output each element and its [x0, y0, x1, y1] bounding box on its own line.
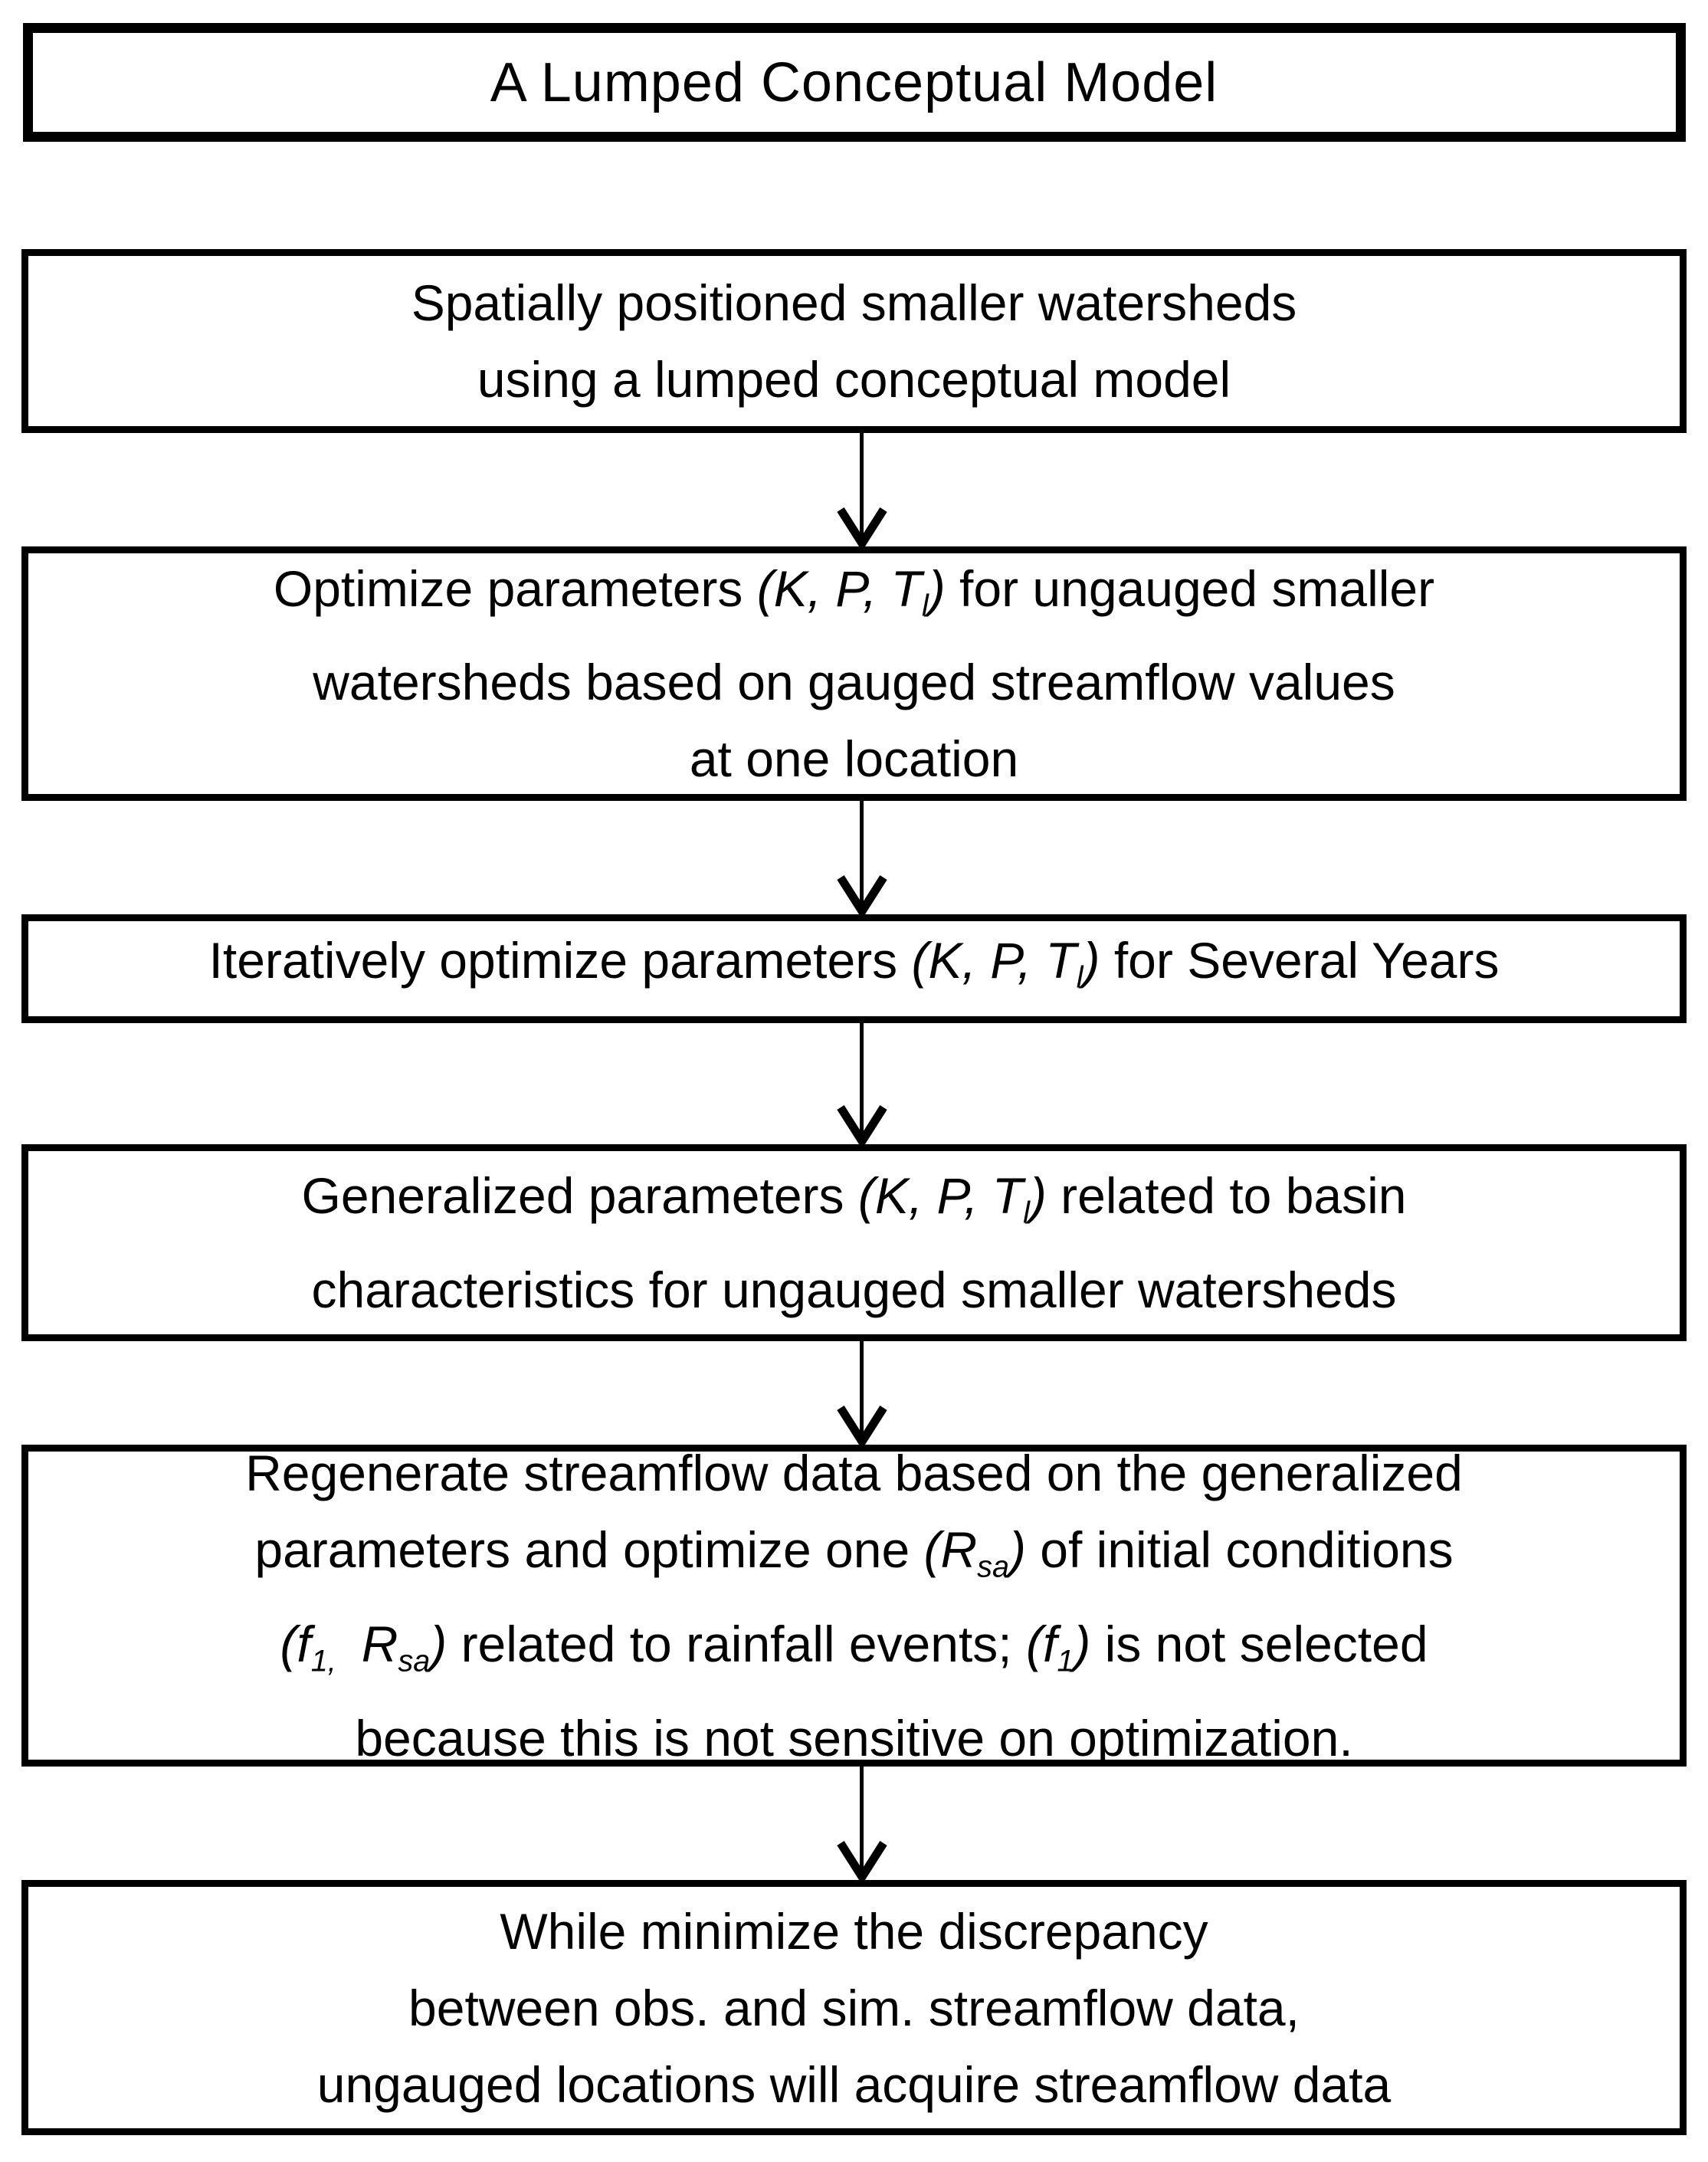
text-line: characteristics for ungauged smaller wat…: [311, 1252, 1396, 1328]
text-segment: for ungauged smaller: [945, 559, 1435, 617]
text-line: While minimize the discrepancy: [500, 1893, 1208, 1970]
text-segment: Optimize parameters: [273, 559, 757, 617]
text-segment: Generalized parameters: [301, 1167, 858, 1225]
text-segment: at one location: [689, 730, 1019, 788]
text-segment: (f: [280, 1616, 311, 1672]
text-segment: ): [1083, 931, 1100, 989]
text-segment: related to rainfall events;: [447, 1616, 1026, 1672]
text-line: Generalized parameters (K, P, Tl) relate…: [302, 1157, 1407, 1252]
down-arrow-icon: [834, 1023, 890, 1144]
text-segment: for Several Years: [1100, 931, 1500, 989]
text-line: using a lumped conceptual model: [477, 341, 1231, 418]
text-segment: l: [1076, 960, 1083, 995]
text-segment: (R: [923, 1521, 978, 1579]
arrow-head: [836, 1105, 887, 1144]
text-segment: (K, P, T: [911, 931, 1077, 989]
text-segment: sa: [398, 1644, 431, 1678]
down-arrow-icon: [834, 1341, 890, 1445]
text-segment: [336, 1616, 362, 1672]
flow-box-generalized-parameters: Generalized parameters (K, P, Tl) relate…: [21, 1144, 1687, 1341]
text-line: watersheds based on gauged streamflow va…: [313, 644, 1395, 720]
text-segment: l: [921, 589, 929, 623]
flow-box-minimize-discrepancy: While minimize the discrepancy between ob…: [21, 1880, 1687, 2135]
text-line: Iteratively optimize parameters (K, P, T…: [209, 922, 1500, 1016]
text-segment: Iteratively optimize parameters: [208, 931, 912, 989]
flow-box-iteratively-optimize: Iteratively optimize parameters (K, P, T…: [21, 914, 1687, 1023]
text-segment: related to basin: [1046, 1167, 1407, 1225]
flow-box-regenerate-streamflow: Regenerate streamflow data based on the …: [21, 1445, 1687, 1767]
text-segment: between obs. and sim. streamflow data,: [408, 1979, 1300, 2036]
text-line: Spatially positioned smaller watersheds: [411, 264, 1297, 341]
text-segment: using a lumped conceptual model: [477, 351, 1231, 408]
text-line: because this is not sensitive on optimiz…: [355, 1700, 1352, 1777]
text-line: (f1, Rsa) related to rainfall events; (f…: [280, 1606, 1428, 1700]
text-segment: watersheds based on gauged streamflow va…: [313, 654, 1395, 711]
down-arrow-icon: [834, 433, 890, 546]
text-segment: is not selected: [1090, 1616, 1428, 1672]
text-segment: While minimize the discrepancy: [500, 1902, 1208, 1960]
text-segment: ): [1008, 1521, 1026, 1579]
arrow-shaft: [860, 433, 864, 543]
text-line: parameters and optimize one (Rsa) of ini…: [254, 1511, 1453, 1606]
text-segment: 1,: [310, 1644, 336, 1678]
page-title: A Lumped Conceptual Model: [490, 51, 1218, 113]
text-segment: ): [1074, 1616, 1091, 1672]
arrow-head: [836, 875, 887, 914]
text-segment: ): [430, 1616, 447, 1672]
text-line: Regenerate streamflow data based on the …: [245, 1435, 1463, 1511]
text-segment: (K, P, T: [857, 1167, 1024, 1225]
text-line: between obs. and sim. streamflow data,: [408, 1970, 1300, 2046]
arrow-shaft: [860, 801, 864, 911]
flow-box-spatially-positioned: Spatially positioned smaller watersheds u…: [21, 249, 1687, 433]
text-segment: R: [361, 1616, 398, 1672]
text-segment: parameters and optimize one: [254, 1521, 924, 1579]
arrow-shaft: [860, 1023, 864, 1141]
text-segment: characteristics for ungauged smaller wat…: [311, 1261, 1397, 1318]
flow-box-optimize-parameters: Optimize parameters (K, P, Tl) for ungau…: [21, 546, 1687, 801]
down-arrow-icon: [834, 1767, 890, 1880]
text-line: at one location: [690, 720, 1018, 797]
down-arrow-icon: [834, 801, 890, 914]
text-segment: l: [1023, 1196, 1030, 1230]
text-segment: sa: [977, 1550, 1009, 1584]
text-segment: 1: [1057, 1644, 1074, 1678]
text-segment: of initial conditions: [1025, 1521, 1454, 1579]
text-segment: ungauged locations will acquire streamfl…: [316, 2055, 1392, 2113]
arrow-head: [836, 1406, 887, 1445]
arrow-shaft: [860, 1341, 864, 1442]
arrow-shaft: [860, 1767, 864, 1877]
text-segment: (K, P, T: [756, 559, 922, 617]
text-segment: Spatially positioned smaller watersheds: [411, 274, 1297, 331]
title-box: A Lumped Conceptual Model: [22, 23, 1686, 142]
text-segment: (f: [1025, 1616, 1057, 1672]
arrow-head: [836, 507, 887, 546]
text-segment: ): [1029, 1167, 1047, 1225]
text-segment: ): [928, 559, 946, 617]
text-line: ungauged locations will acquire streamfl…: [317, 2046, 1391, 2123]
arrow-head: [836, 1841, 887, 1880]
text-segment: Regenerate streamflow data based on the …: [245, 1445, 1463, 1502]
text-line: Optimize parameters (K, P, Tl) for ungau…: [274, 550, 1434, 645]
text-segment: because this is not sensitive on optimiz…: [355, 1709, 1353, 1767]
